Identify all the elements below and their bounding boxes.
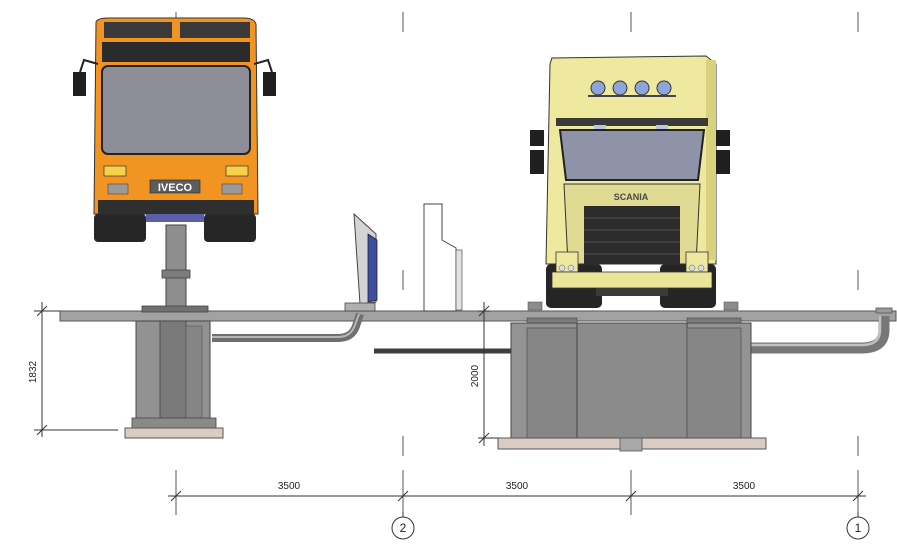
right-pipe-highlight: [688, 316, 882, 347]
bus-bumper: [98, 200, 254, 214]
left-lift-column-collar: [161, 269, 191, 279]
truck-tire-pad-right: [723, 301, 739, 311]
left-pipe: [212, 312, 364, 342]
bus-mirror-arm-left: [79, 58, 99, 73]
grid-bubble-1-circle: [846, 516, 870, 540]
bus-wheel-right: [204, 214, 256, 242]
dim-span-c-label: 3500: [733, 481, 756, 492]
dim-left-tick-bottom: [36, 424, 48, 436]
bus-mirror-arm-right: [253, 58, 273, 73]
cabinet-body: [423, 203, 457, 312]
dim-span-a-label: 3500: [278, 481, 301, 492]
left-lift-housing-rib: [185, 325, 203, 424]
dim-left-tick-top: [36, 305, 48, 317]
truck-spotlight-3: [634, 80, 650, 96]
bus-brand-text: IVECO: [158, 182, 193, 194]
dim-span-tick-d: [852, 490, 864, 502]
bus-headlight-right: [225, 165, 249, 177]
bus-plate-mount: [146, 214, 204, 222]
truck-spotlight-4: [656, 80, 672, 96]
truck-spotlight-1: [590, 80, 606, 96]
dim-right-label: 2000: [470, 364, 481, 387]
bus-fog-lamp-right: [221, 183, 243, 195]
truck-mirror-right-top: [716, 130, 730, 146]
truck-headlight-left-lens-2: [567, 264, 575, 272]
truck-headlight-right-lens-1: [688, 264, 696, 272]
grid-bubble-2: 2: [391, 512, 415, 540]
bus-windshield: [101, 65, 251, 155]
grid-bubble-1-label: 1: [855, 521, 862, 535]
dimension-height-right: [478, 302, 498, 446]
control-panel-base: [344, 302, 376, 312]
bus-destination-display: [102, 42, 250, 62]
grid-bubble-1: 1: [846, 512, 870, 540]
right-lift-block-right: [686, 327, 742, 439]
truck-headlight-left-lens-1: [558, 264, 566, 272]
cabinet: [423, 203, 463, 312]
bus-fog-lamp-left: [107, 183, 129, 195]
bus-mirror-right: [263, 72, 276, 96]
left-lift-foot: [131, 417, 217, 429]
control-panel: [344, 212, 378, 312]
dim-left-label: 1832: [28, 360, 39, 383]
truck-bumper: [551, 271, 713, 289]
control-panel-screen: [367, 233, 378, 303]
dim-span-b-label: 3500: [506, 481, 529, 492]
truck-tire-pad-left: [527, 301, 543, 311]
right-pipe: [688, 316, 890, 354]
bus-headlight-left: [103, 165, 127, 177]
floor-platform-end: [875, 307, 893, 314]
dim-right-tick-bottom: [478, 432, 490, 444]
left-lift-plate: [141, 305, 209, 313]
truck-roof-marker-left: [594, 125, 606, 130]
left-lift-column: [165, 224, 187, 310]
dim-span-tick-a: [170, 490, 182, 502]
truck-roof-marker-right: [656, 125, 668, 130]
right-lift-core: [576, 322, 688, 439]
right-lift-block-left: [526, 327, 578, 439]
bus: IVECO: [73, 17, 276, 242]
truck-headlight-right-lens-2: [697, 264, 705, 272]
left-lift-housing-inner: [159, 320, 187, 424]
floor-platform: [59, 310, 897, 322]
right-lift-top-pad-left: [526, 317, 578, 324]
cabinet-side: [455, 249, 463, 311]
dimension-spans: [168, 490, 866, 502]
dim-span-tick-c: [625, 490, 637, 502]
left-pit-base: [124, 427, 224, 439]
bus-mirror-left: [73, 72, 86, 96]
truck-mirror-right-bottom: [716, 150, 730, 174]
truck-grille: [584, 206, 680, 264]
bus-wheel-left: [94, 214, 146, 242]
truck-windshield: [558, 129, 706, 181]
truck-visor: [556, 118, 708, 126]
left-lift: [124, 224, 224, 439]
dim-right-tick-top: [478, 305, 490, 317]
bus-roof-panel-right: [180, 22, 250, 38]
left-pipe-highlight: [212, 313, 360, 338]
dimension-height-left: [34, 302, 118, 437]
truck-spotlight-2: [612, 80, 628, 96]
right-lift-top-pad-right: [686, 317, 742, 324]
pipes: [212, 312, 890, 354]
grid-bubble-2-label: 2: [400, 521, 407, 535]
truck-mirror-left-top: [530, 130, 544, 146]
dim-span-tick-b: [397, 490, 409, 502]
right-pit-base-bolt: [619, 437, 643, 452]
truck-mirror-left-bottom: [530, 150, 544, 174]
truck: SCANIA: [527, 55, 739, 311]
truck-bumper-step: [596, 288, 668, 296]
truck-brand-text: SCANIA: [614, 192, 649, 202]
truck-cab-side-shade: [706, 60, 716, 260]
bus-roof-panel-left: [104, 22, 172, 38]
grid-lines: [175, 12, 859, 515]
right-lift: [497, 317, 767, 452]
bus-nameplate: [149, 179, 201, 194]
grid-bubble-2-circle: [391, 516, 415, 540]
